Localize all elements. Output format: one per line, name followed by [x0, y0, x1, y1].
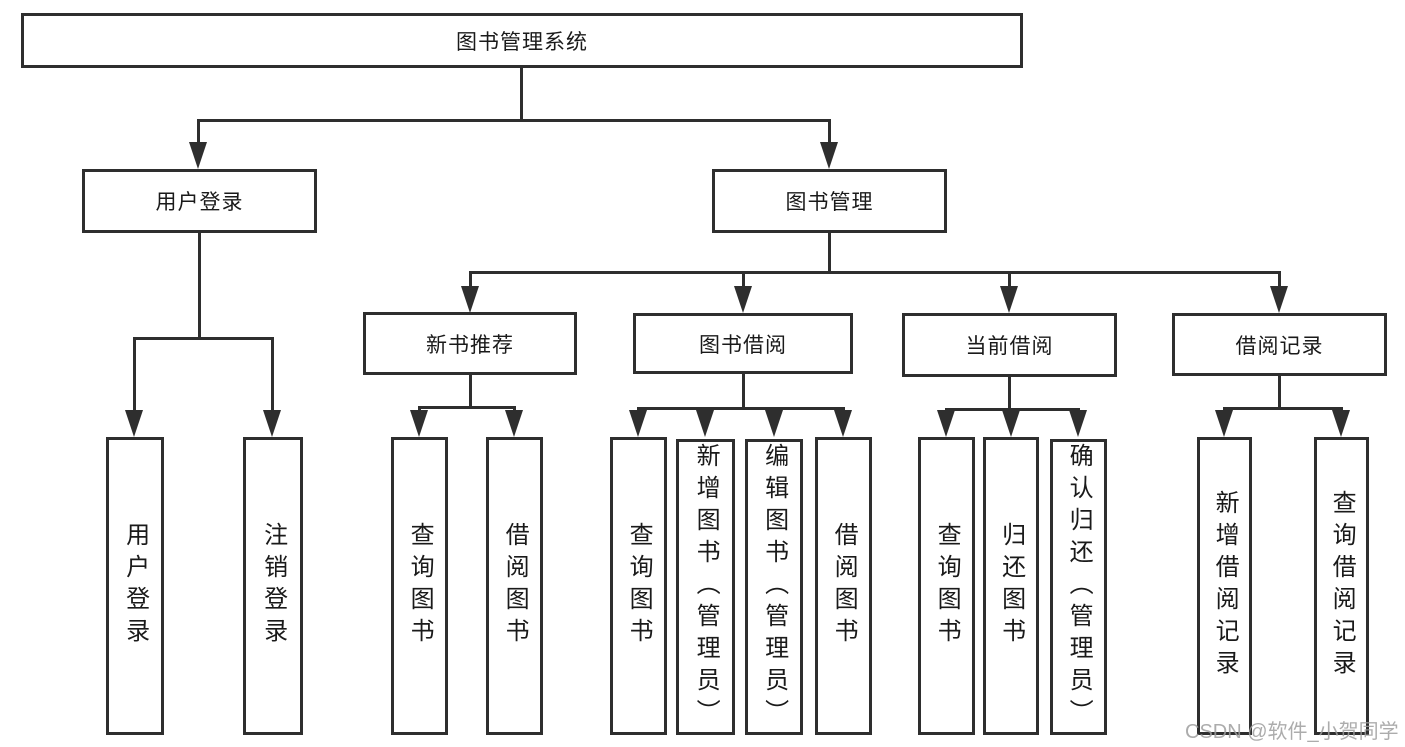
arrowhead-cb-leaf3	[1069, 410, 1087, 437]
arrowhead-bb-leaf4	[834, 410, 852, 437]
connector-borrow-stub	[742, 271, 745, 289]
arrowhead-records	[1270, 286, 1288, 313]
leaf-nb-query-books: 查询图书	[391, 437, 448, 735]
connector-newbook-vline	[469, 375, 472, 409]
node-user-login: 用户登录	[82, 169, 317, 233]
node-book-mgmt: 图书管理	[712, 169, 947, 233]
connector-level3-hline	[469, 271, 1281, 274]
node-borrow-records-label: 借阅记录	[1235, 334, 1324, 358]
arrowhead-leaf-login	[125, 410, 143, 437]
connector-borrow-vline	[742, 374, 745, 409]
connector-mgmt-vline	[828, 233, 831, 273]
connector-user-hline	[133, 337, 274, 340]
arrowhead-leaf-logout	[263, 410, 281, 437]
connector-current-vline	[1008, 377, 1011, 410]
leaf-br-query-record: 查询借阅记录	[1314, 437, 1369, 735]
arrowhead-bb-leaf1	[629, 410, 647, 437]
arrowhead-nb-leaf2	[505, 410, 523, 437]
arrowhead-borrow	[734, 286, 752, 313]
node-book-borrow-label: 图书借阅	[699, 333, 787, 357]
arrowhead-bb-leaf3	[765, 410, 783, 437]
leaf-cb-return-books-label: 归还图书	[997, 522, 1025, 650]
leaf-bb-query-books: 查询图书	[610, 437, 667, 735]
leaf-user-login: 用户登录	[106, 437, 164, 735]
leaf-br-add-record: 新增借阅记录	[1197, 437, 1252, 735]
leaf-nb-borrow-books-label: 借阅图书	[501, 522, 529, 650]
arrowhead-cb-leaf1	[937, 410, 955, 437]
connector-records-vline	[1278, 376, 1281, 410]
arrowhead-book-mgmt	[820, 142, 838, 169]
arrowhead-br-leaf2	[1332, 410, 1350, 437]
node-current-borrow-label: 当前借阅	[965, 335, 1054, 358]
connector-current-stub	[1008, 271, 1011, 289]
arrowhead-newbook	[461, 286, 479, 313]
connector-newbook-hline	[418, 406, 516, 409]
leaf-bb-add-books: 新增图书（管理员）	[676, 439, 735, 735]
leaf-nb-query-books-label: 查询图书	[406, 522, 434, 650]
leaf-cb-query-books: 查询图书	[918, 437, 975, 735]
leaf-bb-edit-books-label: 编辑图书（管理员）	[760, 443, 788, 731]
node-newbook-rec-label: 新书推荐	[426, 333, 514, 357]
leaf-cb-query-books-label: 查询图书	[933, 522, 961, 650]
arrowhead-user-login	[189, 142, 207, 169]
leaf-logout-label: 注销登录	[259, 522, 287, 650]
leaf-bb-borrow-books: 借阅图书	[815, 437, 872, 735]
leaf-cb-confirm-return: 确认归还（管理员）	[1050, 439, 1107, 735]
node-newbook-rec: 新书推荐	[363, 312, 577, 375]
leaf-bb-query-books-label: 查询图书	[625, 522, 653, 650]
leaf-bb-borrow-books-label: 借阅图书	[830, 522, 858, 650]
node-book-mgmt-label: 图书管理	[785, 191, 874, 214]
leaf-user-login-label: 用户登录	[121, 522, 149, 650]
connector-leaf-login-stub	[133, 337, 136, 413]
arrowhead-cb-leaf2	[1002, 410, 1020, 437]
arrowhead-nb-leaf1	[410, 410, 428, 437]
node-book-borrow: 图书借阅	[633, 313, 853, 374]
connector-newbook-stub	[469, 271, 472, 289]
connector-book-mgmt-stub	[828, 119, 831, 145]
leaf-logout: 注销登录	[243, 437, 303, 735]
arrowhead-bb-leaf2	[696, 410, 714, 437]
leaf-br-add-record-label: 新增借阅记录	[1211, 490, 1239, 682]
node-user-login-label: 用户登录	[155, 191, 244, 214]
leaf-bb-edit-books: 编辑图书（管理员）	[745, 439, 803, 735]
connector-user-login-stub	[197, 119, 200, 145]
connector-records-stub	[1278, 271, 1281, 289]
leaf-bb-add-books-label: 新增图书（管理员）	[692, 443, 720, 731]
connector-user-vline	[198, 233, 201, 340]
connector-level2-hline	[197, 119, 831, 122]
leaf-cb-return-books: 归还图书	[983, 437, 1039, 735]
arrowhead-br-leaf1	[1215, 410, 1233, 437]
connector-root-vline	[520, 68, 523, 120]
connector-leaf-logout-stub	[271, 337, 274, 413]
csdn-watermark: CSDN @软件_小贺同学	[1185, 721, 1399, 743]
leaf-br-query-record-label: 查询借阅记录	[1328, 490, 1356, 682]
leaf-nb-borrow-books: 借阅图书	[486, 437, 543, 735]
node-root-label: 图书管理系统	[456, 30, 588, 54]
connector-records-hline	[1223, 407, 1343, 410]
node-root: 图书管理系统	[21, 13, 1023, 68]
connector-borrow-hline	[637, 407, 845, 410]
arrowhead-current	[1000, 286, 1018, 313]
node-borrow-records: 借阅记录	[1172, 313, 1387, 376]
node-current-borrow: 当前借阅	[902, 313, 1117, 377]
leaf-cb-confirm-return-label: 确认归还（管理员）	[1065, 443, 1093, 731]
